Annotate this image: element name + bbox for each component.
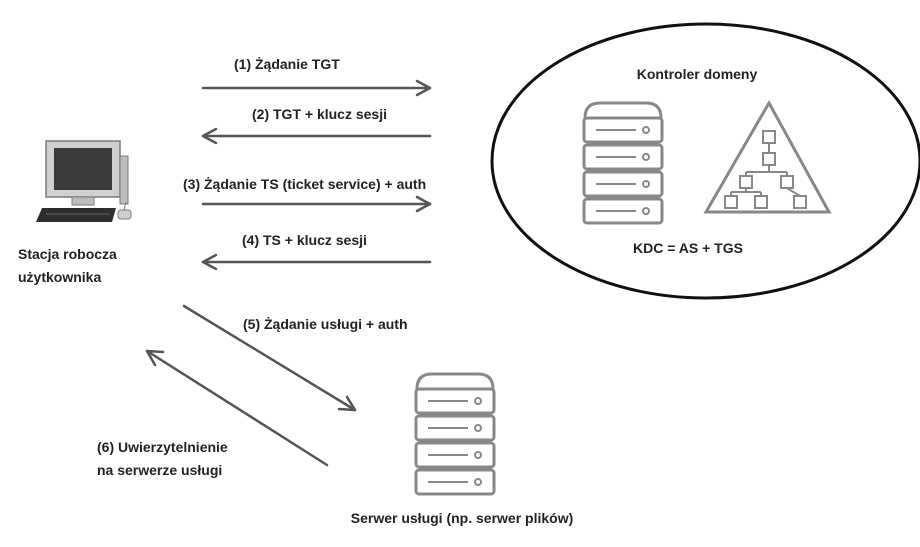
message-1-label: (1) Żądanie TGT (234, 56, 340, 72)
arrow-5-to-service (182, 304, 357, 412)
workstation-label-line2: użytkownika (18, 269, 101, 285)
message-4-label: (4) TS + klucz sesji (242, 232, 367, 248)
domain-controller-ellipse (490, 22, 920, 300)
arrow-4-to-workstation (201, 253, 432, 271)
directory-tree-triangle-icon (703, 99, 832, 214)
arrow-3-to-kdc (201, 195, 432, 213)
domain-controller-title: Kontroler domeny (637, 66, 758, 82)
message-2-label: (2) TGT + klucz sesji (252, 106, 387, 122)
message-3-label: (3) Żądanie TS (ticket service) + auth (183, 176, 426, 192)
kdc-label: KDC = AS + TGS (633, 240, 743, 256)
message-5-label: (5) Żądanie usługi + auth (243, 316, 408, 332)
server-rack-icon (582, 101, 664, 225)
workstation-label-line1: Stacja robocza (18, 246, 117, 262)
arrow-2-to-workstation (201, 127, 432, 145)
service-server-label: Serwer usługi (np. serwer plików) (351, 510, 574, 526)
arrow-6-to-workstation (145, 349, 329, 467)
arrow-1-to-kdc (201, 79, 432, 97)
message-6-label-line1: (6) Uwierzytelnienie (97, 439, 228, 455)
server-rack-icon (414, 372, 496, 496)
desktop-computer-icon (36, 140, 132, 222)
message-6-label-line2: na serwerze usługi (97, 462, 222, 478)
